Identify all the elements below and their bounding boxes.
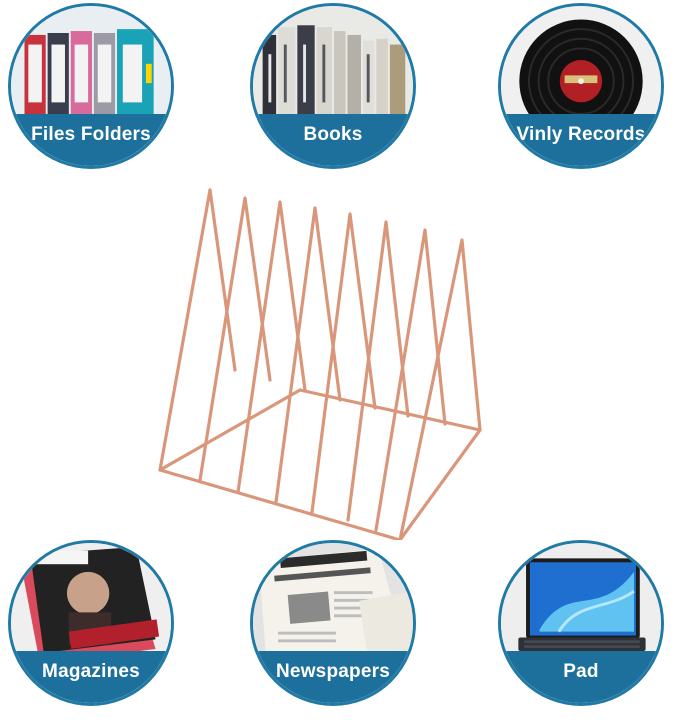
category-badge-newspapers: Newspapers [250, 540, 416, 706]
category-label-band: Pad [501, 651, 661, 703]
category-badge-files: Files Folders [8, 3, 174, 169]
category-badge-magazines: Magazines [8, 540, 174, 706]
category-label: Vinly Records [516, 124, 646, 145]
category-label-band: Vinly Records [501, 114, 661, 166]
category-label-band: Files Folders [11, 114, 171, 166]
category-badge-vinyl: Vinly Records [498, 3, 664, 169]
category-label-band: Books [253, 114, 413, 166]
category-label-band: Newspapers [253, 651, 413, 703]
category-label-band: Magazines [11, 651, 171, 703]
category-label: Pad [563, 661, 599, 682]
category-label: Files Folders [31, 124, 151, 145]
category-label: Magazines [42, 661, 140, 682]
category-label: Books [303, 124, 363, 145]
category-badge-pad: Pad [498, 540, 664, 706]
category-badge-books: Books [250, 3, 416, 169]
wire-file-rack [158, 188, 482, 540]
category-label: Newspapers [276, 661, 390, 682]
